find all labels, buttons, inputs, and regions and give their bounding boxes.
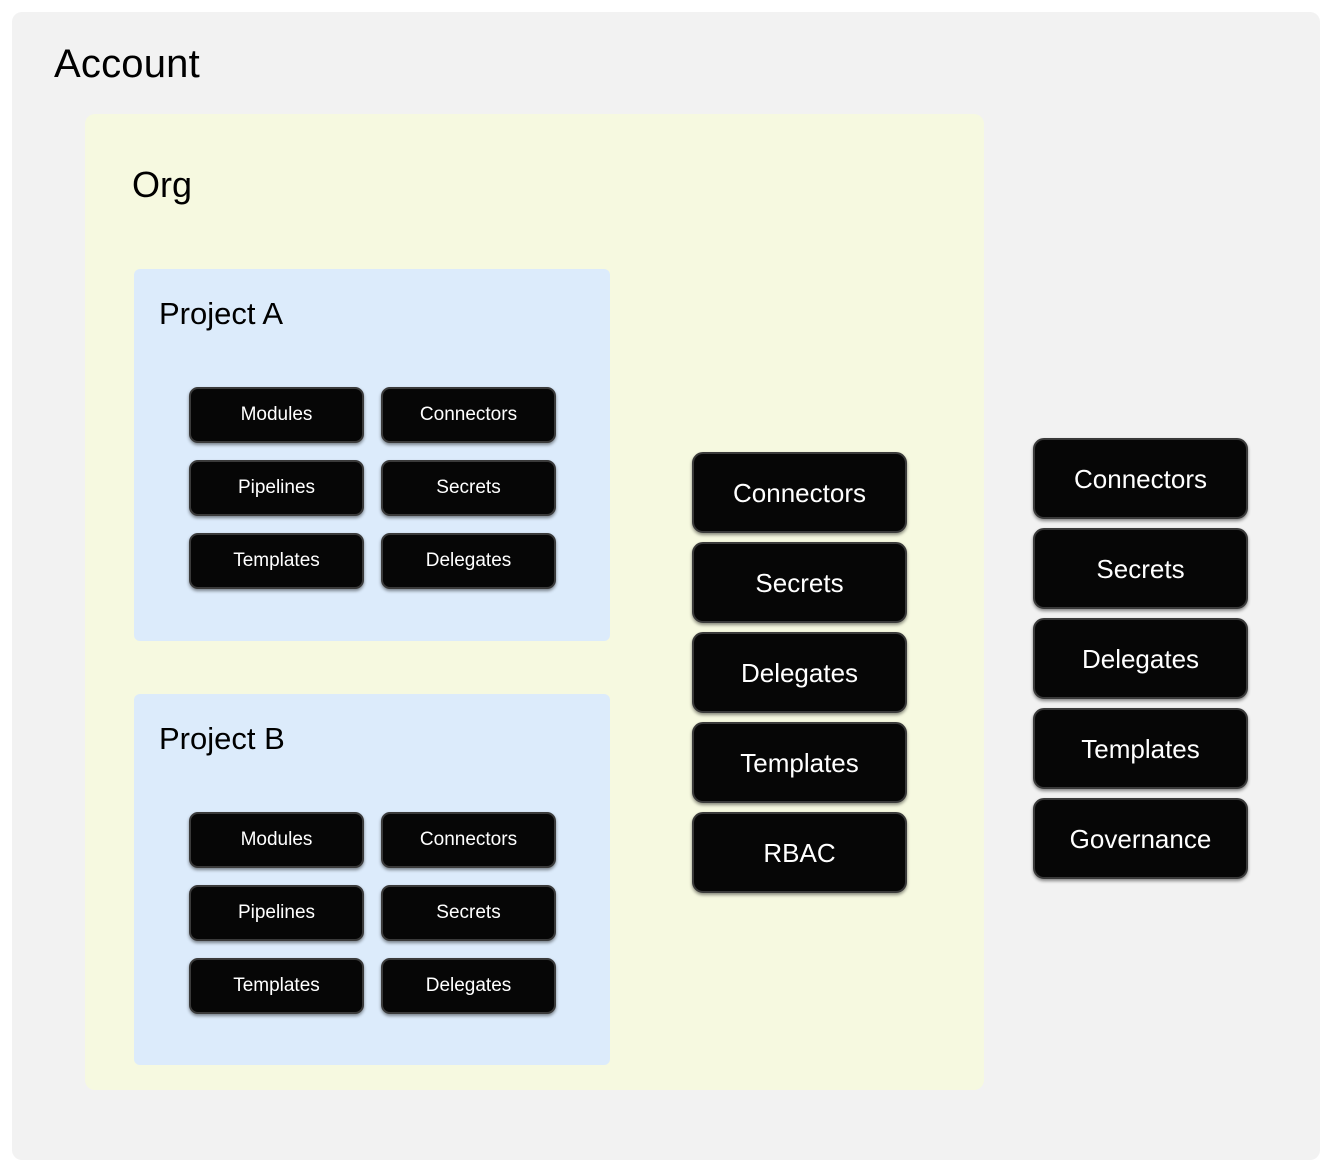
chip-account-secrets[interactable]: Secrets (1033, 528, 1248, 609)
project-panel-b: Project B Modules Connectors Pipelines S… (134, 694, 610, 1065)
project-b-items: Modules Connectors Pipelines Secrets Tem… (189, 812, 556, 1014)
chip-org-delegates[interactable]: Delegates (692, 632, 907, 713)
org-scope-panel: Org Project A Modules Connectors Pipelin… (85, 114, 984, 1090)
chip-org-templates[interactable]: Templates (692, 722, 907, 803)
chip-project-a-secrets[interactable]: Secrets (381, 460, 556, 516)
account-scope-items: Connectors Secrets Delegates Templates G… (1033, 438, 1248, 879)
chip-project-a-delegates[interactable]: Delegates (381, 533, 556, 589)
chip-account-connectors[interactable]: Connectors (1033, 438, 1248, 519)
chip-project-b-pipelines[interactable]: Pipelines (189, 885, 364, 941)
org-title: Org (132, 164, 193, 205)
chip-project-a-pipelines[interactable]: Pipelines (189, 460, 364, 516)
project-a-items: Modules Connectors Pipelines Secrets Tem… (189, 387, 556, 589)
chip-project-b-connectors[interactable]: Connectors (381, 812, 556, 868)
project-a-title: Project A (159, 296, 284, 331)
chip-project-a-templates[interactable]: Templates (189, 533, 364, 589)
chip-account-templates[interactable]: Templates (1033, 708, 1248, 789)
chip-project-a-connectors[interactable]: Connectors (381, 387, 556, 443)
chip-project-b-delegates[interactable]: Delegates (381, 958, 556, 1014)
project-panel-a: Project A Modules Connectors Pipelines S… (134, 269, 610, 641)
account-scope-panel: Account Org Project A Modules Connectors… (12, 12, 1320, 1160)
chip-project-b-secrets[interactable]: Secrets (381, 885, 556, 941)
chip-org-connectors[interactable]: Connectors (692, 452, 907, 533)
chip-account-governance[interactable]: Governance (1033, 798, 1248, 879)
org-scope-items: Connectors Secrets Delegates Templates R… (692, 452, 907, 893)
chip-project-b-modules[interactable]: Modules (189, 812, 364, 868)
chip-project-b-templates[interactable]: Templates (189, 958, 364, 1014)
chip-org-rbac[interactable]: RBAC (692, 812, 907, 893)
chip-project-a-modules[interactable]: Modules (189, 387, 364, 443)
chip-account-delegates[interactable]: Delegates (1033, 618, 1248, 699)
project-b-title: Project B (159, 721, 285, 756)
chip-org-secrets[interactable]: Secrets (692, 542, 907, 623)
account-title: Account (54, 42, 200, 86)
